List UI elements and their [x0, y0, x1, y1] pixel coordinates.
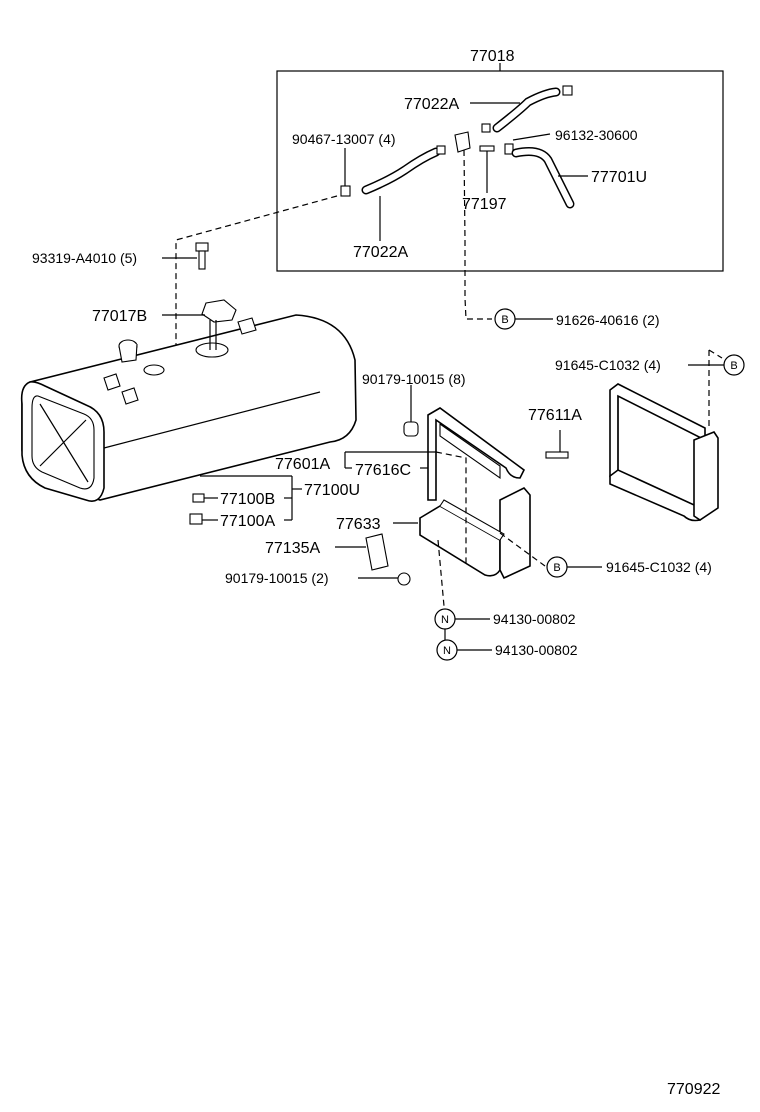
callout-91626: 91626-40616 (2) [556, 312, 660, 328]
marker-n1: N [434, 608, 456, 630]
bracket-77135a: 77135A [265, 533, 389, 571]
callout-77100u: 77100U [304, 482, 360, 499]
bolt-93319: 93319-A4010 (5) [32, 242, 209, 270]
leader-dash-n [437, 539, 445, 607]
fuel-tank [20, 314, 357, 502]
callout-93319: 93319-A4010 (5) [32, 250, 137, 266]
carrier-77633: 77633 [336, 487, 531, 580]
fitting-77197: 77197 [454, 131, 507, 213]
callout-94130-a: 94130-00802 [493, 611, 576, 627]
leader-dash-b1 [463, 149, 492, 320]
callout-77701u: 77701U [591, 169, 647, 186]
callout-94130-b: 94130-00802 [495, 642, 578, 658]
kit-box-77018: 77018 [276, 48, 724, 272]
callout-90467: 90467-13007 (4) [292, 131, 396, 147]
diagram-code: 770922 [667, 1081, 720, 1098]
marker-b3: B [546, 556, 568, 578]
callout-77601a: 77601A [275, 456, 330, 473]
svg-text:B: B [553, 562, 560, 574]
svg-text:N: N [441, 614, 449, 626]
clamp-90467: 90467-13007 (4) [292, 131, 396, 197]
hose-77022a-top: 77022A [404, 85, 573, 133]
bracket-77601a: 77611A 77601A 77616C [275, 407, 582, 501]
carrier-assembly-right [609, 349, 723, 522]
callout-77022a-bottom: 77022A [353, 244, 408, 261]
callout-96132: 96132-30600 [555, 127, 638, 143]
leader-dash-kit [175, 195, 338, 372]
callout-90179-8: 90179-10015 (8) [362, 371, 466, 387]
callout-77633: 77633 [336, 516, 381, 533]
marker-b2: B [723, 354, 745, 376]
hose-77022a-bottom: 77022A [353, 145, 446, 261]
svg-text:B: B [730, 360, 737, 372]
leader-dash-b2 [708, 349, 723, 430]
callout-77018: 77018 [470, 48, 515, 65]
callout-91645-top: 91645-C1032 (4) [555, 357, 661, 373]
svg-text:N: N [443, 645, 451, 657]
callout-group-77100: 77100B 77100U 77100A [189, 475, 360, 530]
callout-90179-2: 90179-10015 (2) [225, 570, 329, 586]
leader-dash-carrier [435, 451, 467, 566]
callout-77616c: 77616C [355, 462, 411, 479]
marker-b1: B [494, 308, 516, 330]
callout-77135a: 77135A [265, 540, 320, 557]
sender-77017b: 77017B [92, 299, 237, 358]
callout-77022a-top: 77022A [404, 96, 459, 113]
callout-91645-bottom: 91645-C1032 (4) [606, 559, 712, 575]
callout-77197: 77197 [462, 196, 507, 213]
cushion-90179-8: 90179-10015 (8) [362, 371, 466, 437]
svg-text:B: B [501, 314, 508, 326]
callout-77100a: 77100A [220, 513, 275, 530]
hose-77701u: 96132-30600 77701U [504, 127, 647, 209]
callout-77017b: 77017B [92, 308, 147, 325]
callout-77100b: 77100B [220, 491, 275, 508]
callout-77611a: 77611A [528, 407, 582, 424]
nut-90179-2: 90179-10015 (2) [225, 570, 411, 586]
marker-n2: N [436, 639, 458, 661]
